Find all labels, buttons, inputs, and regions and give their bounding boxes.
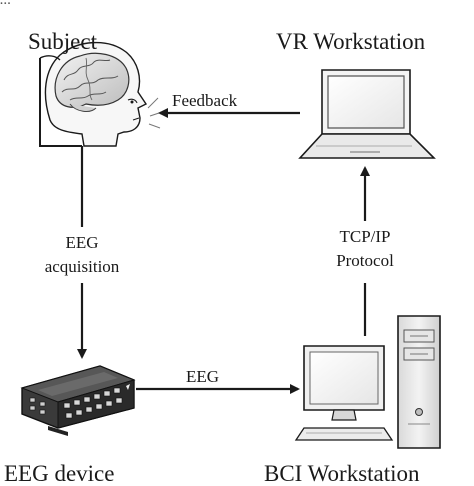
brain-head-icon — [44, 41, 163, 147]
amplifier-icon — [20, 365, 136, 436]
laptop-icon — [298, 69, 436, 159]
vr-workstation-label: VR Workstation — [276, 29, 426, 54]
eeg-acquisition-label-line2: acquisition — [44, 257, 120, 276]
eeg-acquisition-label-line1: EEG — [65, 233, 99, 252]
eeg-device-label: EEG device — [4, 461, 115, 486]
eeg-label: EEG — [186, 367, 220, 386]
subject-label: Subject — [28, 29, 97, 54]
tcp-ip-label-line1: TCP/IP — [339, 227, 391, 246]
feedback-label: Feedback — [172, 91, 238, 110]
electrode-wires — [39, 55, 82, 147]
tcp-ip-label-line2: Protocol — [336, 251, 394, 270]
desktop-computer-icon — [294, 315, 441, 449]
cropped-header-text: ... — [0, 0, 12, 8]
bci-workstation-label: BCI Workstation — [264, 461, 420, 486]
